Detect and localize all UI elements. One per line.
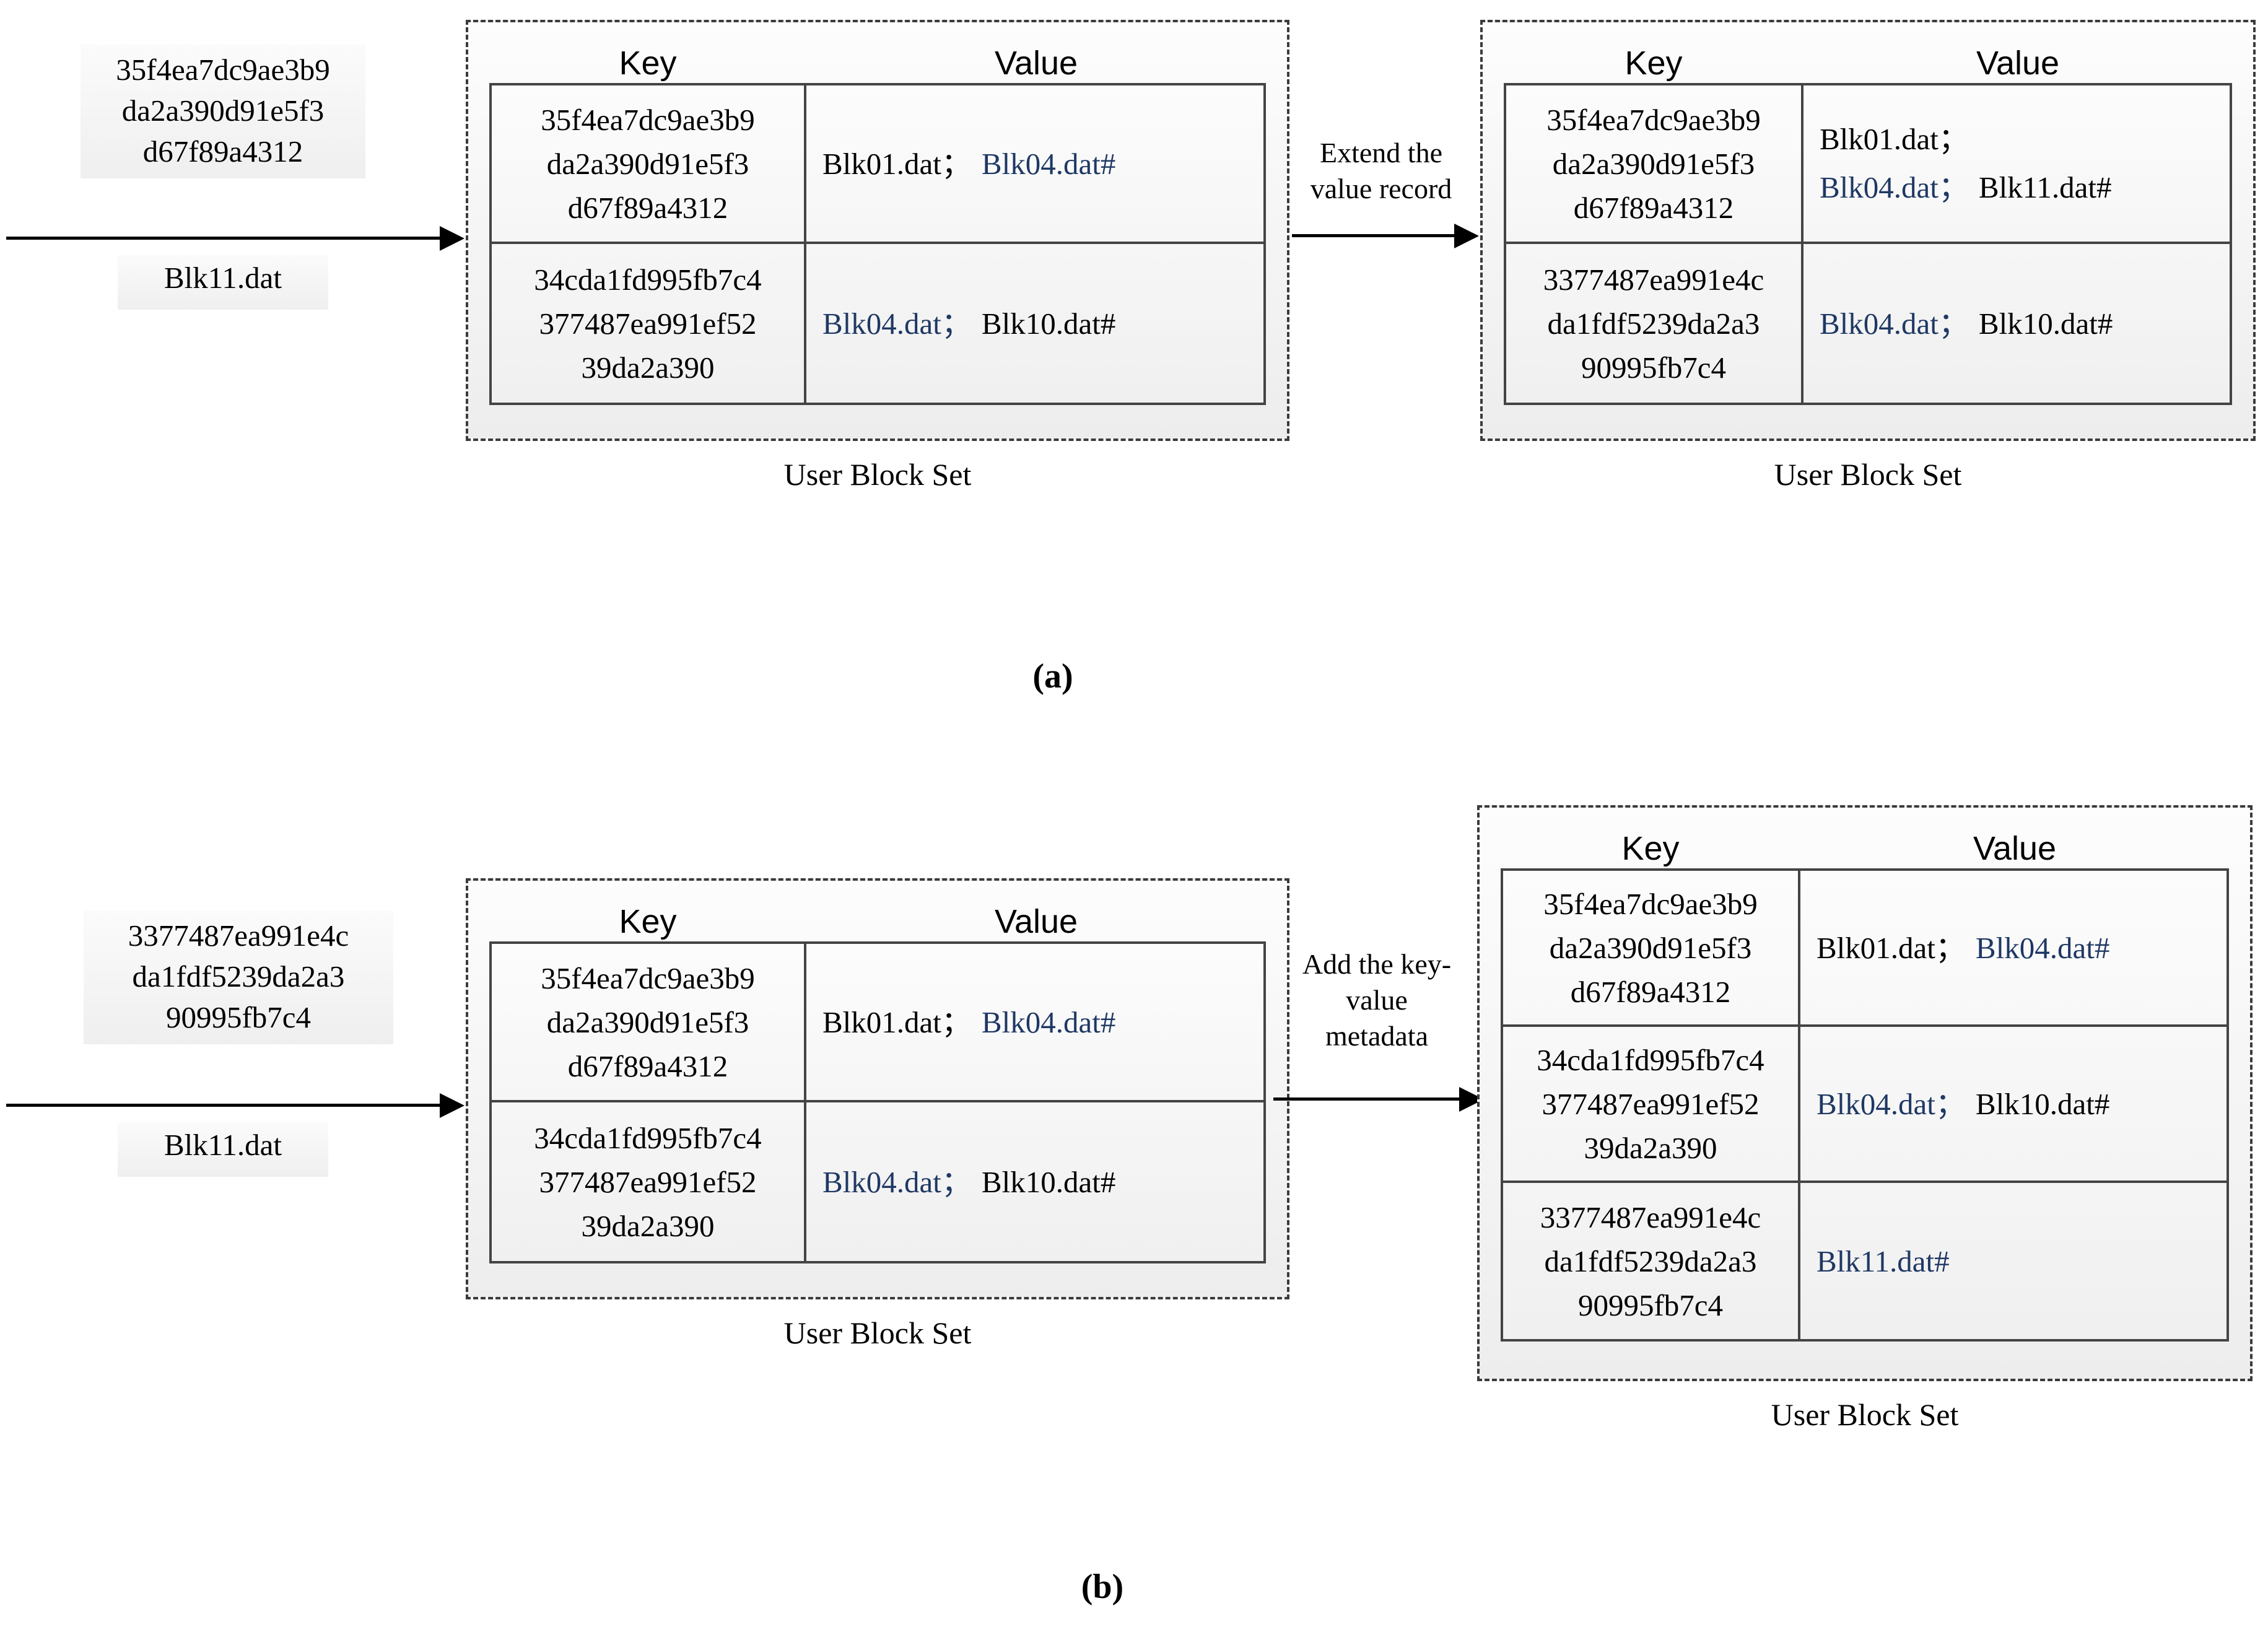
value-part: Blk04.dat； — [1820, 170, 1969, 204]
panel-a-input-value-chip: Blk11.dat — [118, 255, 328, 310]
table-row: 35f4ea7dc9ae3b9 da2a390d91e5f3 d67f89a43… — [1503, 871, 2227, 1024]
value-part: Blk11.dat# — [1978, 170, 2112, 204]
column-header-key: Key — [619, 45, 677, 82]
value-part: Blk10.dat# — [981, 306, 1116, 341]
cell-value: Blk04.dat； Blk10.dat# — [806, 1102, 1263, 1261]
cell-value: Blk11.dat# — [1800, 1183, 2227, 1339]
panel-a-before-table: Key Value 35f4ea7dc9ae3b9 da2a390d91e5f3… — [489, 43, 1266, 405]
cell-key: 35f4ea7dc9ae3b9 da2a390d91e5f3 d67f89a43… — [492, 85, 806, 242]
panel-b-transition-label: Add the key- value metadata — [1302, 948, 1452, 1052]
cell-key: 35f4ea7dc9ae3b9 da2a390d91e5f3 d67f89a43… — [1503, 871, 1800, 1024]
cell-key: 3377487ea991e4c da1fdf5239da2a3 90995fb7… — [1506, 244, 1803, 403]
table-row: 34cda1fd995fb7c4 377487ea991ef52 39da2a3… — [1503, 1024, 2227, 1180]
table-row: 34cda1fd995fb7c4 377487ea991ef52 39da2a3… — [492, 1100, 1263, 1261]
cell-value: Blk01.dat； Blk04.dat# — [806, 85, 1263, 242]
cell-value: Blk01.dat； Blk04.dat# — [806, 944, 1263, 1100]
value-part: Blk01.dat； — [822, 146, 972, 181]
panel-b-after-grid: 35f4ea7dc9ae3b9 da2a390d91e5f3 d67f89a43… — [1501, 868, 2229, 1342]
table-row: 35f4ea7dc9ae3b9 da2a390d91e5f3 d67f89a43… — [492, 85, 1263, 242]
table-row: 35f4ea7dc9ae3b9 da2a390d91e5f3 d67f89a43… — [492, 944, 1263, 1100]
panel-b-before-table-header: Key Value — [489, 902, 1266, 941]
value-part: Blk01.dat； — [1817, 930, 1966, 965]
column-header-value: Value — [994, 45, 1078, 82]
panel-b-after-table-header: Key Value — [1501, 829, 2229, 868]
value-part: Blk04.dat； — [822, 1164, 972, 1199]
cell-key: 35f4ea7dc9ae3b9 da2a390d91e5f3 d67f89a43… — [1506, 85, 1803, 242]
value-part: Blk10.dat# — [981, 1164, 1116, 1199]
value-part: Blk10.dat# — [1975, 1086, 2110, 1121]
panel-a-input-key-chip: 35f4ea7dc9ae3b9 da2a390d91e5f3 d67f89a43… — [81, 45, 365, 178]
value-part: Blk01.dat； — [1820, 122, 1969, 156]
column-header-value: Value — [1976, 45, 2060, 82]
value-part: Blk04.dat； — [822, 306, 972, 341]
cell-key: 3377487ea991e4c da1fdf5239da2a3 90995fb7… — [1503, 1183, 1800, 1339]
cell-value: Blk04.dat； Blk10.dat# — [1800, 1027, 2227, 1180]
table-row: 34cda1fd995fb7c4 377487ea991ef52 39da2a3… — [492, 242, 1263, 403]
value-part: Blk04.dat； — [1820, 306, 1969, 341]
panel-b-before-blockset-caption: User Block Set — [783, 1316, 972, 1350]
value-part: Blk04.dat# — [981, 146, 1116, 181]
panel-b-input-value-chip: Blk11.dat — [118, 1122, 328, 1177]
cell-key: 34cda1fd995fb7c4 377487ea991ef52 39da2a3… — [1503, 1027, 1800, 1180]
panel-b-after-blockset-caption: User Block Set — [1771, 1397, 1959, 1432]
panel-a-after-table-header: Key Value — [1504, 43, 2232, 83]
cell-key: 35f4ea7dc9ae3b9 da2a390d91e5f3 d67f89a43… — [492, 944, 806, 1100]
panel-b-before-table: Key Value 35f4ea7dc9ae3b9 da2a390d91e5f3… — [489, 902, 1266, 1263]
value-part: Blk11.dat# — [1817, 1244, 1950, 1278]
value-part: Blk04.dat# — [1975, 930, 2110, 965]
cell-key: 34cda1fd995fb7c4 377487ea991ef52 39da2a3… — [492, 1102, 806, 1261]
panel-b-input-key-chip: 3377487ea991e4c da1fdf5239da2a3 90995fb7… — [84, 910, 393, 1044]
panel-a-transition-label: Extend the value record — [1310, 137, 1452, 204]
panel-a-after-table: Key Value 35f4ea7dc9ae3b9 da2a390d91e5f3… — [1504, 43, 2232, 405]
cell-value: Blk01.dat； Blk04.dat； Blk11.dat# — [1803, 85, 2212, 242]
panel-a-before-grid: 35f4ea7dc9ae3b9 da2a390d91e5f3 d67f89a43… — [489, 83, 1266, 405]
column-header-value: Value — [1973, 830, 2057, 867]
value-part: Blk10.dat# — [1978, 306, 2113, 341]
panel-a-before-blockset-caption: User Block Set — [783, 457, 972, 492]
panel-a-after-grid: 35f4ea7dc9ae3b9 da2a390d91e5f3 d67f89a43… — [1504, 83, 2232, 405]
table-row: 35f4ea7dc9ae3b9 da2a390d91e5f3 d67f89a43… — [1506, 85, 2230, 242]
value-part: Blk04.dat# — [981, 1005, 1116, 1039]
table-row: 3377487ea991e4c da1fdf5239da2a3 90995fb7… — [1506, 242, 2230, 403]
cell-value: Blk04.dat； Blk10.dat# — [1803, 244, 2212, 403]
cell-value: Blk04.dat； Blk10.dat# — [806, 244, 1263, 403]
value-part: Blk04.dat； — [1817, 1086, 1966, 1121]
panel-b-after-table: Key Value 35f4ea7dc9ae3b9 da2a390d91e5f3… — [1501, 829, 2229, 1342]
panel-a-after-blockset-caption: User Block Set — [1774, 457, 1962, 492]
panel-a-caption: (a) — [1032, 657, 1073, 696]
panel-b-before-grid: 35f4ea7dc9ae3b9 da2a390d91e5f3 d67f89a43… — [489, 941, 1266, 1263]
column-header-value: Value — [994, 903, 1078, 940]
column-header-key: Key — [619, 903, 677, 940]
panel-a-before-table-header: Key Value — [489, 43, 1266, 83]
cell-value: Blk01.dat； Blk04.dat# — [1800, 871, 2227, 1024]
value-part: Blk01.dat； — [822, 1005, 972, 1039]
column-header-key: Key — [1625, 45, 1683, 82]
panel-b-caption: (b) — [1081, 1568, 1124, 1606]
cell-key: 34cda1fd995fb7c4 377487ea991ef52 39da2a3… — [492, 244, 806, 403]
column-header-key: Key — [1621, 830, 1680, 867]
table-row: 3377487ea991e4c da1fdf5239da2a3 90995fb7… — [1503, 1180, 2227, 1339]
